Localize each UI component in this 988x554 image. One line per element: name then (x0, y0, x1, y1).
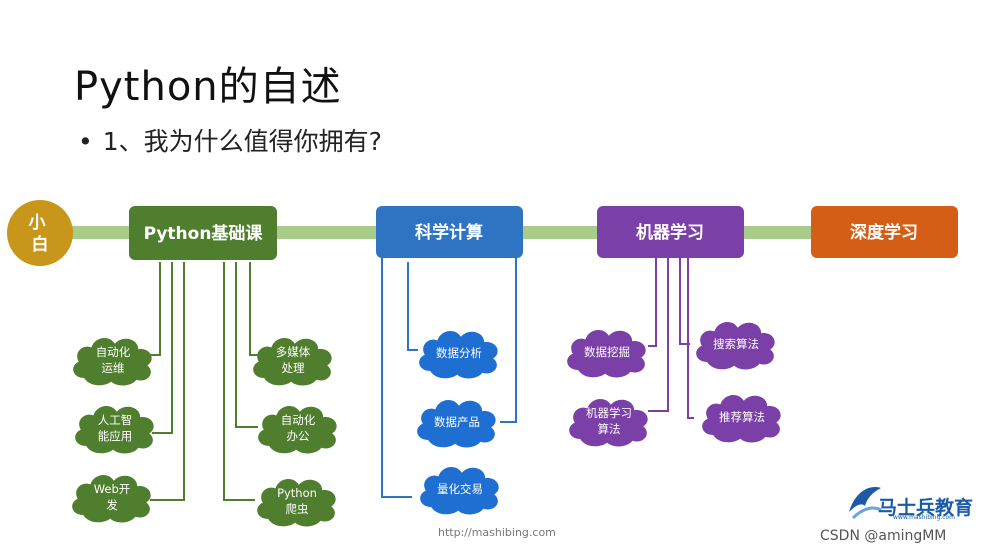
node-start-line-1: 小 (29, 213, 46, 233)
cloud-label-line: 自动化 (281, 413, 316, 427)
ml-cloud-1: 数据挖掘 (567, 330, 646, 378)
ml-cloud-4: 推荐算法 (702, 395, 781, 443)
svg-text:自动化办公: 自动化办公 (281, 413, 316, 443)
cloud-label-line: 人工智 (98, 413, 133, 427)
svg-text:Python基础课: Python基础课 (144, 223, 264, 244)
node-start: 小 白 (7, 200, 73, 266)
bullet-text: 1、我为什么值得你拥有? (102, 127, 382, 156)
logo-subtext: www.mashibing.com (893, 514, 956, 521)
svg-text:自动化运维: 自动化运维 (96, 345, 131, 375)
cloud-label-line: 自动化 (96, 345, 131, 359)
python-cloud-3: Web开发 (72, 475, 151, 523)
csdn-watermark: CSDN @amingMM (820, 528, 947, 544)
cloud-label-line: 数据分析 (436, 346, 482, 360)
cloud-label-line: 爬虫 (286, 502, 309, 516)
cloud-label-line: 发 (106, 498, 118, 512)
python-cloud-2: 人工智能应用 (75, 406, 154, 454)
node-python-basics: Python基础课 (129, 206, 277, 260)
node-deep-learning: 深度学习 (811, 206, 958, 258)
slide-title: Python的自述 (74, 64, 342, 110)
python-connectors (150, 262, 258, 501)
svg-text:小 白: 小 白 (29, 213, 52, 255)
cloud-label-line: 数据产品 (434, 415, 480, 429)
mashibing-logo (849, 487, 882, 520)
python-cloud-5: 自动化办公 (258, 406, 337, 454)
cloud-label-line: Python (277, 486, 317, 500)
cloud-label-line: 搜索算法 (713, 337, 759, 351)
science-connectors (381, 258, 517, 498)
svg-text:数据产品: 数据产品 (434, 415, 480, 429)
cloud-label-line: 机器学习 (586, 406, 632, 420)
python-cloud-4: 多媒体处理 (253, 338, 332, 386)
node-machine-learning: 机器学习 (597, 206, 744, 258)
cloud-label-line: 多媒体 (276, 345, 311, 359)
science-cloud-3: 量化交易 (420, 467, 499, 515)
cloud-label-line: 算法 (598, 422, 621, 436)
cloud-label-line: 数据挖掘 (584, 345, 630, 359)
watermark-url: http://mashibing.com (438, 526, 556, 539)
svg-text:机器学习算法: 机器学习算法 (586, 406, 632, 436)
cloud-label-line: 量化交易 (437, 482, 483, 496)
svg-text:数据分析: 数据分析 (436, 346, 482, 360)
ml-cloud-2: 机器学习算法 (569, 399, 648, 447)
cloud-label-line: 运维 (102, 361, 125, 375)
python-cloud-6: Python 爬虫 (257, 479, 336, 527)
ml-connectors (648, 258, 694, 419)
science-cloud-1: 数据分析 (419, 331, 498, 379)
svg-text:深度学习: 深度学习 (850, 222, 918, 243)
svg-text:推荐算法: 推荐算法 (719, 410, 765, 424)
python-cloud-1: 自动化运维 (73, 338, 152, 386)
svg-text:搜索算法: 搜索算法 (713, 337, 759, 351)
bullet-dot-icon: • (78, 127, 93, 156)
slide-bullet: • 1、我为什么值得你拥有? (78, 122, 382, 158)
svg-text:机器学习: 机器学习 (636, 222, 704, 243)
logo-text: 马士兵教育 (878, 497, 974, 519)
science-cloud-2: 数据产品 (417, 400, 496, 448)
svg-text:多媒体处理: 多媒体处理 (276, 345, 311, 375)
cloud-label-line: 能应用 (98, 429, 133, 443)
cloud-label-line: Web开 (94, 482, 131, 496)
cloud-label-line: 推荐算法 (719, 410, 765, 424)
svg-text:量化交易: 量化交易 (437, 482, 483, 496)
cloud-label-line: 办公 (287, 429, 310, 443)
svg-text:科学计算: 科学计算 (415, 222, 483, 243)
svg-text:人工智能应用: 人工智能应用 (98, 413, 133, 443)
node-start-line-2: 白 (32, 234, 49, 255)
cloud-label-line: 处理 (282, 361, 305, 375)
node-science-computing: 科学计算 (376, 206, 523, 258)
ml-cloud-3: 搜索算法 (696, 322, 775, 370)
svg-text:数据挖掘: 数据挖掘 (584, 345, 630, 359)
svg-text:Web开发: Web开发 (94, 482, 131, 512)
